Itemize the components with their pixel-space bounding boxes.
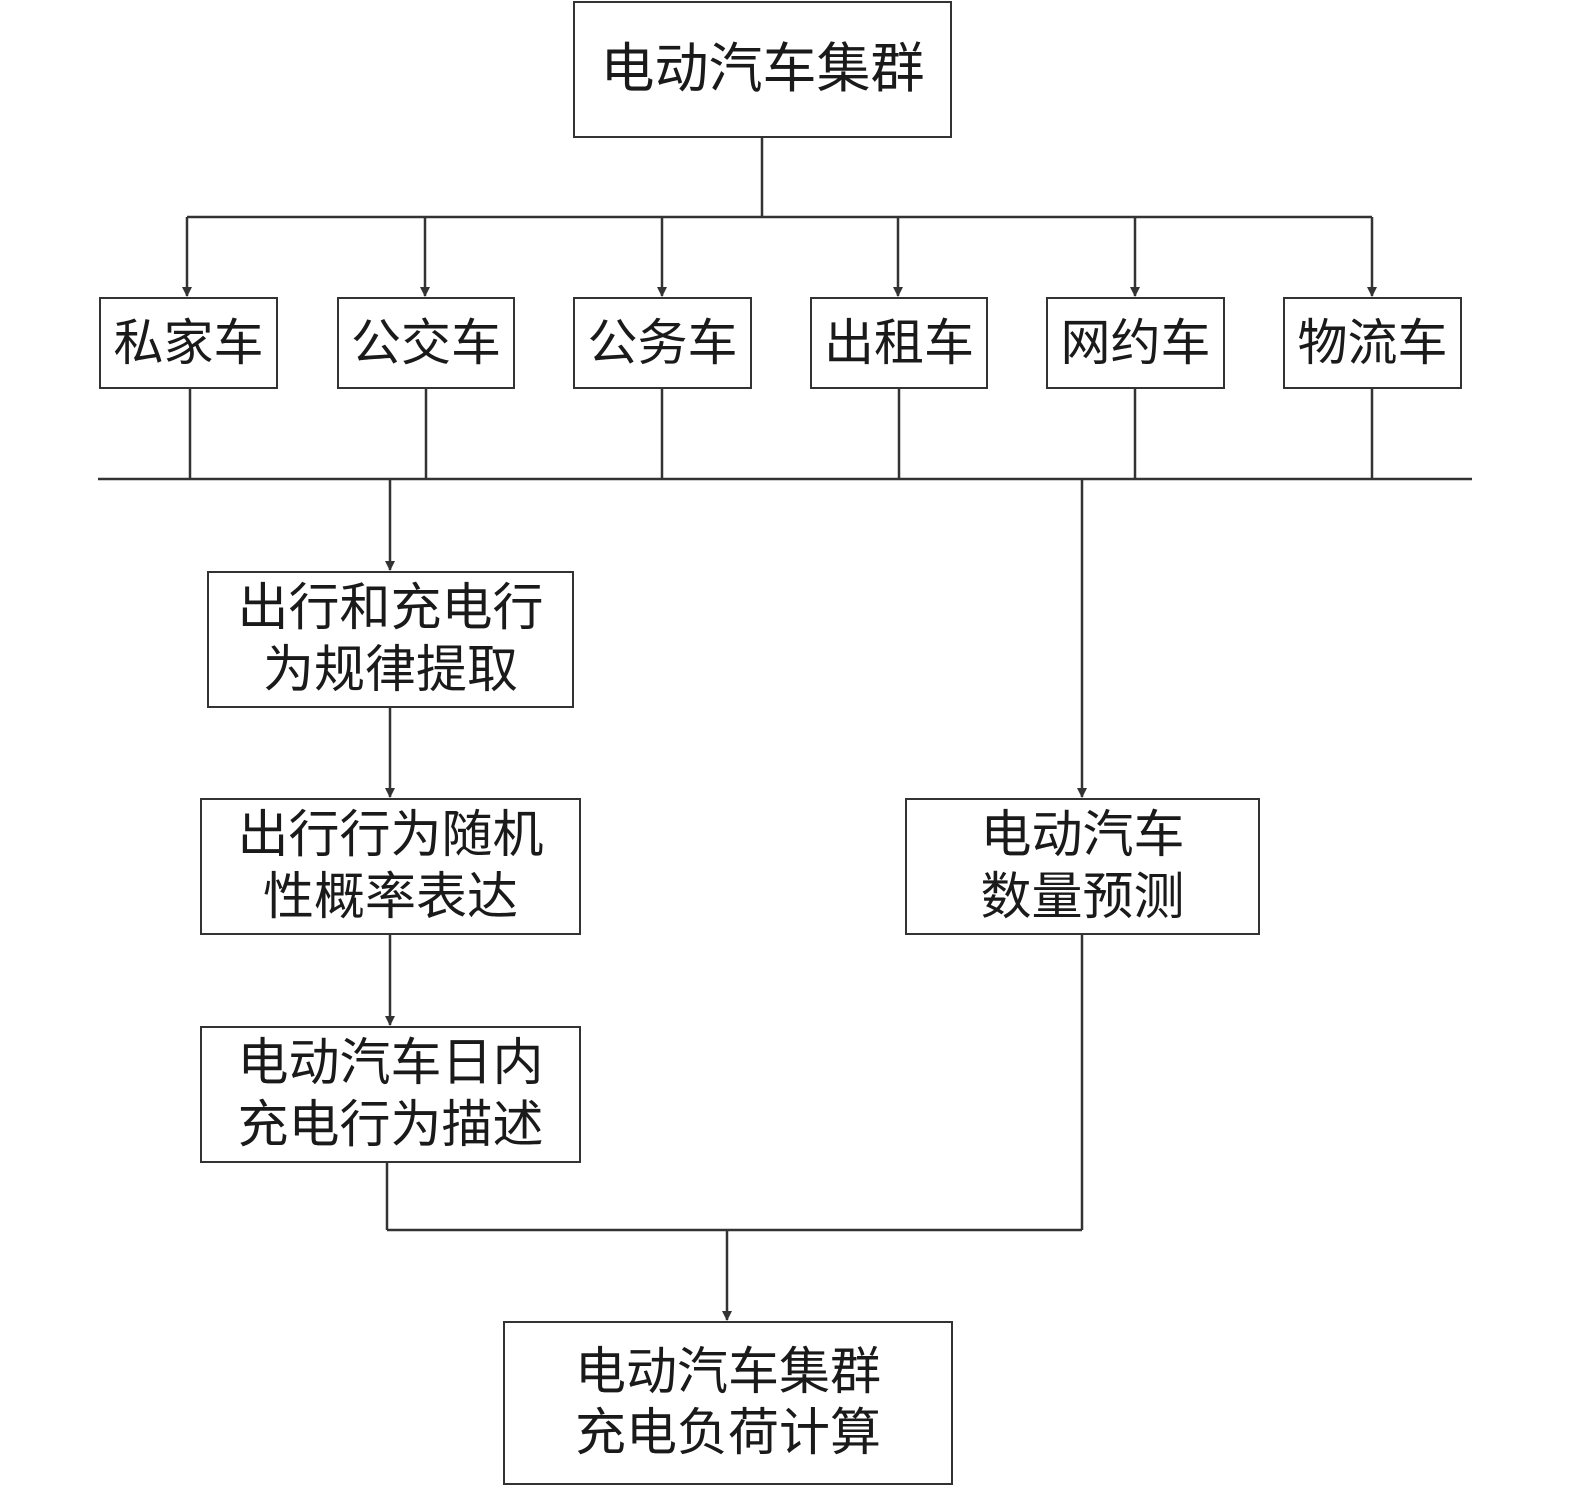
category-node-official-car: 公务车	[573, 297, 752, 389]
category-label: 物流车	[1297, 314, 1448, 372]
step-node-quantity-forecast: 电动汽车 数量预测	[905, 798, 1260, 935]
step-label-line-1: 电动汽车日内	[237, 1034, 544, 1094]
step-node-behavior-extraction: 出行和充电行 为规律提取	[207, 571, 574, 708]
step-label-line-2: 为规律提取	[262, 640, 518, 700]
step-node-probability-expression: 出行行为随机 性概率表达	[200, 798, 581, 935]
step-node-charging-description: 电动汽车日内 充电行为描述	[200, 1026, 581, 1163]
category-node-ride-hailing: 网约车	[1046, 297, 1225, 389]
root-label: 电动汽车集群	[600, 37, 925, 101]
step-label-line-1: 电动汽车	[980, 806, 1185, 866]
step-label-line-2: 数量预测	[980, 867, 1185, 927]
step-label-line-2: 性概率表达	[262, 867, 518, 927]
category-label: 公务车	[587, 314, 738, 372]
category-node-logistics: 物流车	[1283, 297, 1462, 389]
category-label: 出租车	[824, 314, 974, 372]
step-label-line-2: 充电行为描述	[237, 1095, 544, 1155]
category-label: 私家车	[113, 314, 264, 372]
category-node-private-car: 私家车	[99, 297, 278, 389]
step-label-line-1: 出行和充电行	[237, 579, 544, 639]
step-label-line-1: 出行行为随机	[237, 806, 544, 866]
result-node: 电动汽车集群 充电负荷计算	[503, 1321, 953, 1485]
result-label-line-2: 充电负荷计算	[574, 1404, 881, 1463]
category-label: 网约车	[1060, 314, 1211, 372]
result-label-line-1: 电动汽车集群	[574, 1342, 881, 1402]
category-node-bus: 公交车	[337, 297, 515, 389]
root-node: 电动汽车集群	[573, 1, 952, 138]
category-label: 公交车	[351, 314, 501, 372]
category-node-taxi: 出租车	[810, 297, 988, 389]
